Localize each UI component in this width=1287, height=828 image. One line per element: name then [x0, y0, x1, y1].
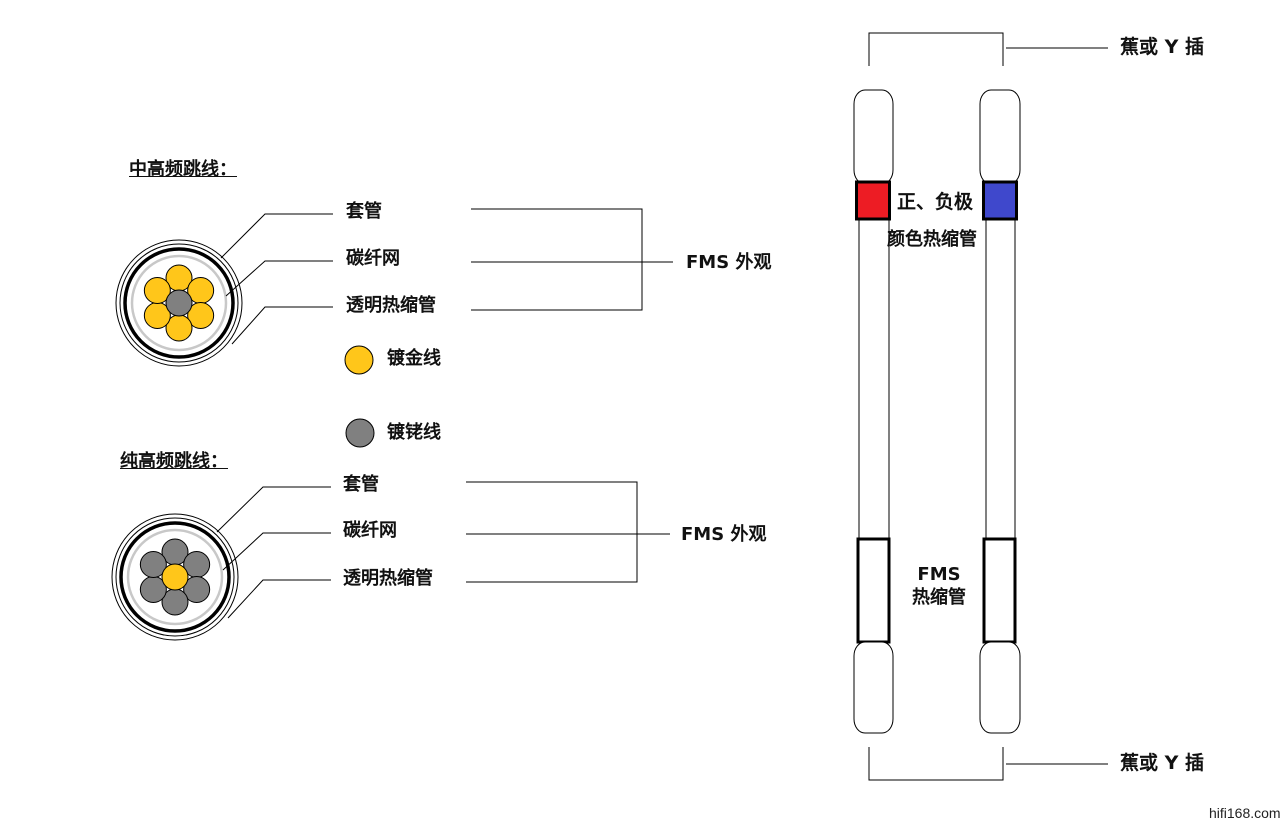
fms-heatshrink-label-1: FMS: [917, 564, 961, 585]
high-cable-title: 纯高频跳线：: [120, 451, 228, 472]
fms-heatshrink-right: [982, 537, 1017, 644]
layer-label-sleeve: 套管: [346, 201, 382, 222]
legend-gold-label: 镀金线: [387, 348, 441, 369]
negative-heatshrink: [982, 180, 1018, 221]
positive-heatshrink: [855, 180, 891, 221]
strand-group: [143, 264, 215, 342]
top-plug-left: [853, 89, 894, 185]
fms-appearance-label: FMS 外观: [686, 252, 772, 273]
polarity-label: 正、负极: [897, 191, 974, 213]
leader-line-heatshrink: [231, 306, 333, 345]
bottom-plug-right: [979, 641, 1021, 734]
gold-strand-wire: [143, 277, 171, 304]
bottom-plug-left: [853, 641, 894, 734]
layer-label-carbon-mesh: 碳纤网: [346, 248, 400, 269]
fms-heatshrink-left: [856, 537, 891, 644]
watermark: hifi168.com: [1209, 805, 1281, 821]
layer-label-sleeve: 套管: [343, 474, 379, 495]
leader-line-mesh: [225, 260, 333, 297]
layer-label-carbon-mesh: 碳纤网: [343, 520, 397, 541]
silver-strand-wire: [139, 551, 167, 578]
core-wire: [161, 563, 189, 591]
bottom-connector-label: 蕉或 Y 插: [1120, 752, 1204, 774]
mid-high-cable-title: 中高频跳线：: [129, 159, 237, 180]
layer-label-heatshrink: 透明热缩管: [346, 295, 436, 316]
negative-conductor: [979, 89, 1021, 734]
fms-bracket: [466, 481, 638, 583]
top-plug-right: [979, 89, 1021, 185]
gold-strand-wire: [187, 302, 215, 329]
cable-assembly: [853, 32, 1108, 781]
fms-heatshrink-label-2: 热缩管: [912, 587, 966, 608]
strand-group: [139, 538, 211, 616]
fms-bracket: [471, 208, 643, 311]
leader-line-sleeve: [220, 213, 333, 259]
core-wire: [165, 289, 193, 317]
silver-strand-wire: [183, 576, 211, 603]
top-connector-bracket: [868, 32, 1004, 66]
cross-section-mid-high: [115, 208, 673, 367]
gold-wire-dot-icon: [344, 345, 374, 375]
bottom-connector-bracket: [868, 747, 1004, 781]
polarity-color-label: 颜色热缩管: [887, 229, 977, 250]
layer-label-heatshrink: 透明热缩管: [343, 568, 433, 589]
top-connector-label: 蕉或 Y 插: [1120, 36, 1204, 58]
fms-appearance-label: FMS 外观: [681, 524, 767, 545]
leader-line-sleeve: [216, 486, 331, 533]
leader-line-heatshrink: [227, 579, 331, 619]
leader-line-mesh: [222, 532, 331, 571]
silver-wire-dot-icon: [345, 418, 375, 448]
positive-conductor: [853, 89, 894, 734]
legend-silver-label: 镀铑线: [387, 422, 441, 443]
cross-section-high: [111, 481, 670, 641]
